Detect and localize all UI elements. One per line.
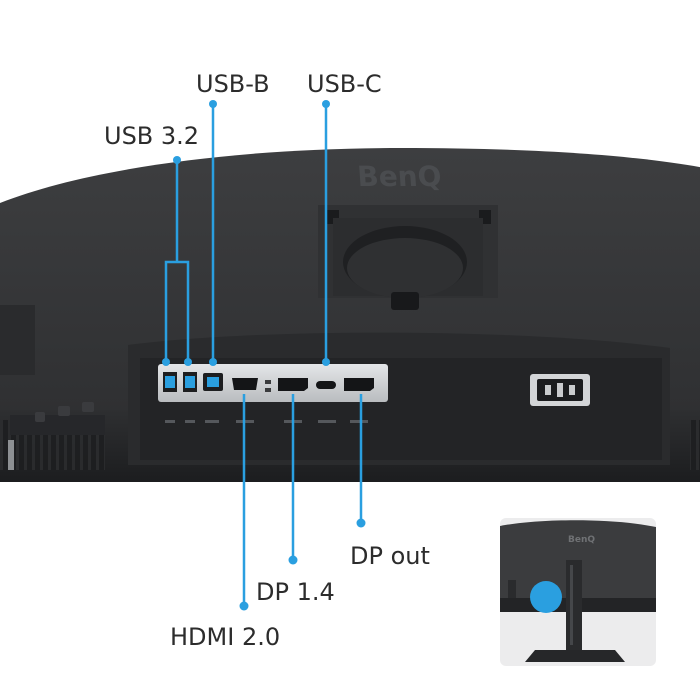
inset-brand-logo: BenQ xyxy=(568,535,595,545)
usbb-port-tongue xyxy=(207,377,219,387)
dp14-port xyxy=(278,378,308,391)
usbb-label: USB-B xyxy=(196,70,270,98)
hdmi-port xyxy=(232,378,258,390)
power-socket xyxy=(530,374,590,406)
hdmi-label: HDMI 2.0 xyxy=(170,623,281,651)
callout-lines xyxy=(164,104,363,606)
usb32-port-2-tongue xyxy=(185,376,195,388)
vesa-mount xyxy=(318,205,498,310)
dpout-label: DP out xyxy=(350,542,430,570)
dpout-port xyxy=(344,378,374,391)
usbc-label: USB-C xyxy=(307,70,382,98)
callout-dots xyxy=(162,100,366,611)
brand-logo: BenQ xyxy=(356,160,442,193)
connector-panel xyxy=(158,364,388,423)
monitor-stand-inset: BenQ xyxy=(500,518,656,666)
usb32-port-1-tongue xyxy=(165,376,175,388)
usbc-port xyxy=(316,381,336,389)
dp14-label: DP 1.4 xyxy=(256,578,335,606)
usb32-label: USB 3.2 xyxy=(104,122,200,150)
